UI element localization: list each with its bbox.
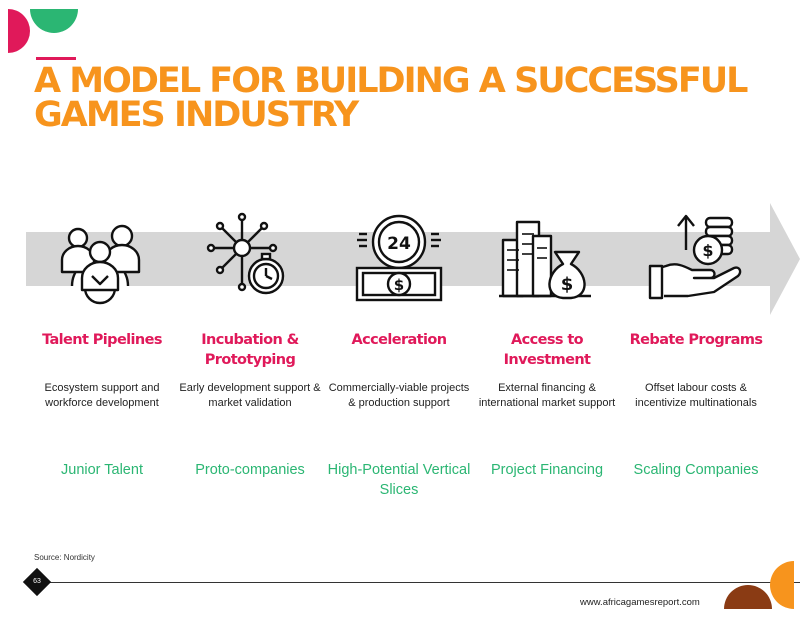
column-title: Acceleration [351,332,448,348]
network-stopwatch-icon [206,212,285,295]
hand-coins-icon: $ [648,214,742,300]
column-outcome: Junior Talent [61,462,143,478]
column-outcome: Scaling Companies [633,462,759,478]
column-title: Incubation & Prototyping [201,332,299,368]
column-outcome: High-Potential Vertical Slices [327,462,471,498]
source-note: Source: Nordicity [34,553,95,562]
column-outcome: Proto-companies [195,462,305,478]
team-gear-icon [60,224,141,305]
column-title: Rebate Programs [629,332,763,348]
svg-text:24: 24 [387,234,411,254]
column-outcome: Project Financing [490,462,604,478]
column-description: Offset labour costs & incentivize multin… [635,382,757,409]
column-description: Commercially-viable projects & productio… [328,382,470,409]
title-accent-bar [36,57,76,60]
decor-orange-half-circle [770,561,794,609]
column-description: External financing & international marke… [478,382,616,409]
svg-text:$: $ [561,274,574,295]
decor-brown-half-circle [724,585,772,609]
page-number: 63 [33,578,41,585]
logo-pink-half-circle [8,9,30,53]
clock-24-money-icon: 24 $ [355,214,443,302]
svg-text:$: $ [702,241,713,260]
column-description: Early development support & market valid… [179,382,321,409]
page-title: A MODEL FOR BUILDING A SUCCESSFUL GAMES … [34,61,748,135]
footer-url: www.africagamesreport.com [580,597,700,608]
column-description: Ecosystem support and workforce developm… [44,382,160,409]
footer-rule [42,582,800,583]
column-title: Talent Pipelines [42,332,162,348]
svg-text:$: $ [394,276,404,294]
city-money-bag-icon: $ [499,220,591,300]
column-title: Access to Investment [503,332,591,368]
logo-green-half-circle [30,9,78,33]
